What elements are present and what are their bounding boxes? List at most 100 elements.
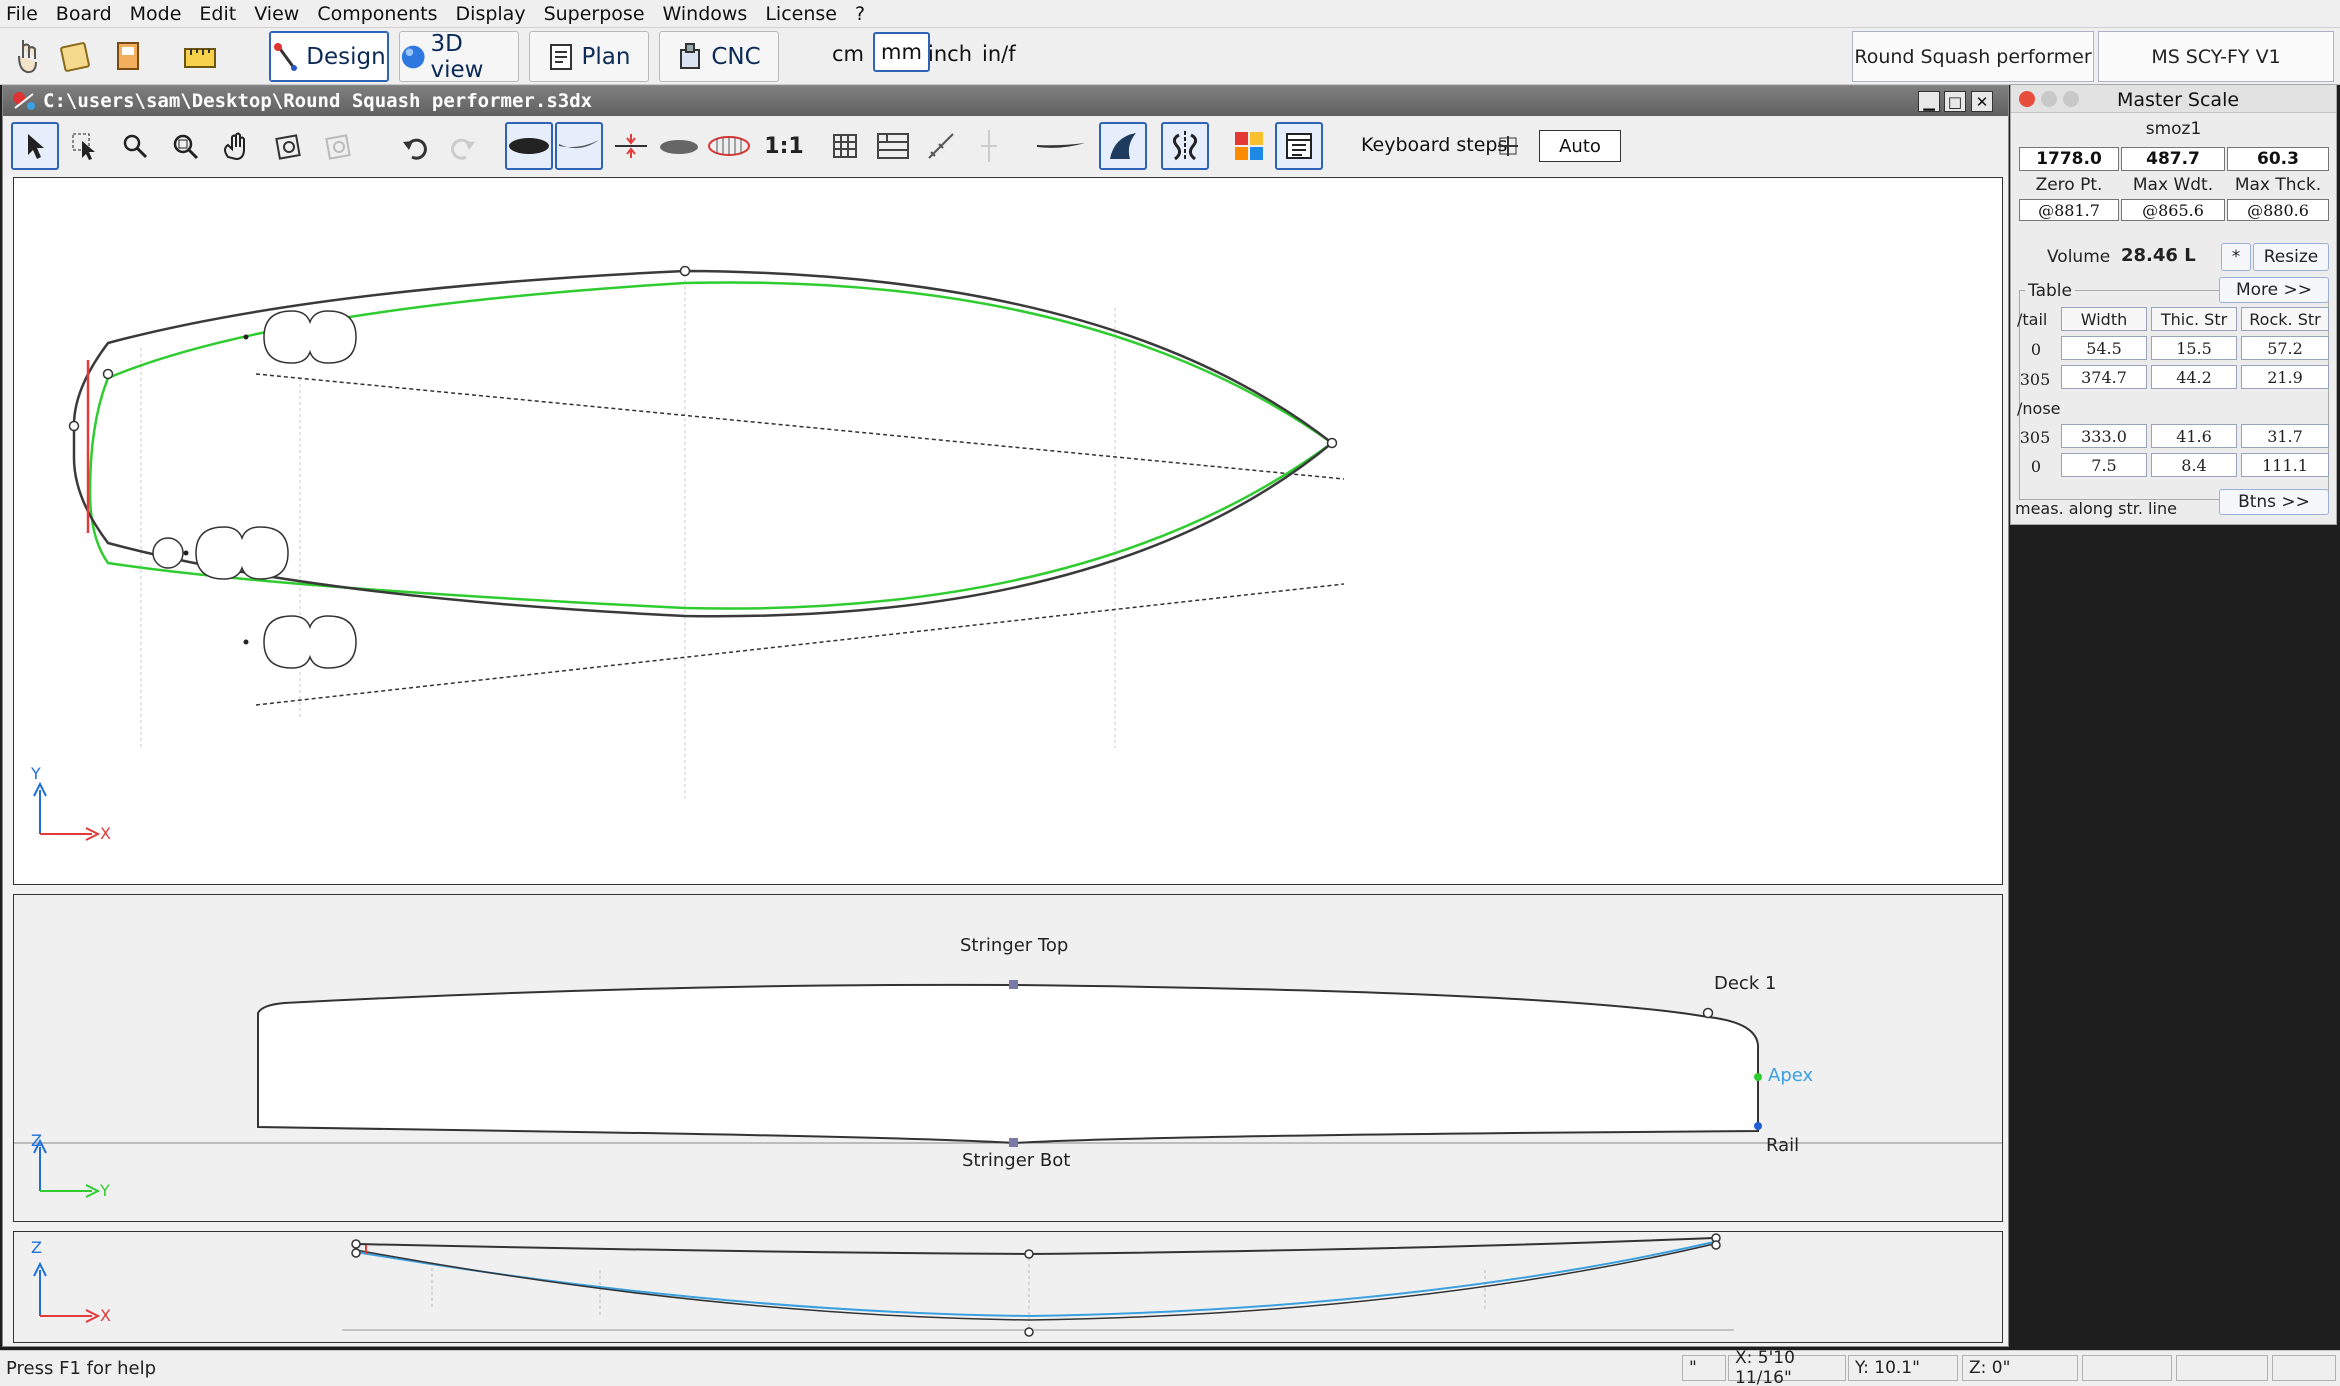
- more-button[interactable]: More >>: [2219, 277, 2329, 303]
- header-width: Width: [2061, 307, 2147, 331]
- stringer-icon[interactable]: [1033, 122, 1089, 170]
- color-palette-icon[interactable]: [1225, 122, 1273, 170]
- menu-bar: File Board Mode Edit View Components Dis…: [0, 0, 2340, 28]
- menu-superpose[interactable]: Superpose: [543, 2, 645, 25]
- deck-shape-icon[interactable]: [655, 122, 703, 170]
- tail-row-thickness[interactable]: 44.2: [2151, 365, 2237, 389]
- unit-cm[interactable]: cm: [832, 42, 865, 66]
- menu-help[interactable]: ?: [854, 2, 866, 25]
- app-logo-icon: [11, 90, 37, 117]
- minimize-button[interactable]: ▁: [1918, 91, 1940, 112]
- status-field-empty: [2176, 1355, 2268, 1381]
- status-x-coordinate: X: 5'10 11/16": [1728, 1348, 1846, 1386]
- keyboard-steps-input[interactable]: Auto: [1539, 130, 1621, 162]
- outline-view-icon[interactable]: [505, 122, 553, 170]
- unit-mm[interactable]: mm: [873, 32, 930, 72]
- select-points-icon[interactable]: [61, 122, 109, 170]
- status-help-text: Press F1 for help: [6, 1358, 157, 1379]
- nose-row-rocker[interactable]: 111.1: [2241, 453, 2329, 477]
- plan-button[interactable]: Plan: [529, 31, 649, 82]
- close-button[interactable]: ✕: [1971, 91, 1993, 112]
- tail-row-width[interactable]: 374.7: [2061, 365, 2147, 389]
- zoom-window-icon[interactable]: [161, 122, 209, 170]
- menu-windows[interactable]: Windows: [662, 2, 748, 25]
- nose-row-thickness[interactable]: 41.6: [2151, 424, 2237, 448]
- one-to-one-button[interactable]: 1:1: [764, 133, 804, 159]
- undo-icon[interactable]: [391, 122, 439, 170]
- menu-mode[interactable]: Mode: [129, 2, 182, 25]
- zoom-icon[interactable]: [111, 122, 159, 170]
- rocker-drawing: [33, 1233, 1734, 1337]
- menu-edit[interactable]: Edit: [199, 2, 237, 25]
- section-viewport[interactable]: Stringer Top Stringer Bot Deck 1 Apex Ra…: [13, 894, 2003, 1222]
- volume-label: Volume: [2047, 247, 2111, 267]
- scale-name-field[interactable]: MS SCY-FY V1: [2098, 31, 2334, 82]
- move-cross-icon[interactable]: [1493, 122, 1523, 170]
- camera-disabled-icon[interactable]: [315, 122, 363, 170]
- menu-board[interactable]: Board: [55, 2, 112, 25]
- measure-icon[interactable]: [180, 36, 220, 76]
- fin-icon[interactable]: [1099, 122, 1147, 170]
- rocker-viewport[interactable]: Z X: [13, 1231, 2003, 1343]
- keyboard-steps-label: Keyboard steps: [1361, 134, 1508, 156]
- maximize-button[interactable]: □: [1944, 91, 1966, 112]
- max-width-position: @865.6: [2121, 199, 2225, 221]
- cross-section-icon[interactable]: [705, 122, 753, 170]
- unit-inf[interactable]: in/f: [982, 42, 1016, 66]
- volume-plus-button[interactable]: *: [2221, 243, 2251, 271]
- design-button[interactable]: Design: [269, 31, 389, 82]
- outline-viewport[interactable]: Y X: [13, 177, 2003, 885]
- nose-row-width[interactable]: 7.5: [2061, 453, 2147, 477]
- table-label: Table: [2025, 281, 2075, 301]
- master-scale-panel: Master Scale smoz1 1778.0 487.7 60.3 Zer…: [2010, 84, 2337, 525]
- section-axis-y-label: Y: [100, 1181, 110, 1200]
- select-arrow-icon[interactable]: [11, 122, 59, 170]
- section-axis-z-label: Z: [31, 1131, 42, 1150]
- design-icon: [274, 42, 298, 71]
- tail-row-rocker[interactable]: 21.9: [2241, 365, 2329, 389]
- menu-display[interactable]: Display: [455, 2, 526, 25]
- redo-icon[interactable]: [439, 122, 487, 170]
- document-window: C:\users\sam\Desktop\Round Squash perfor…: [2, 85, 2009, 1347]
- board-name-field[interactable]: Round Squash performer: [1852, 31, 2094, 82]
- open-file-icon[interactable]: [58, 36, 94, 76]
- scale-axes-icon[interactable]: [917, 122, 965, 170]
- tail-row-rocker[interactable]: 57.2: [2241, 336, 2329, 360]
- symmetry-icon[interactable]: [1161, 122, 1209, 170]
- rocker-view-icon[interactable]: [555, 122, 603, 170]
- 3d-view-button[interactable]: 3D view: [399, 31, 519, 83]
- camera-icon[interactable]: [265, 122, 313, 170]
- nose-row-thickness[interactable]: 8.4: [2151, 453, 2237, 477]
- table-frame: [2019, 290, 2329, 500]
- menu-components[interactable]: Components: [317, 2, 438, 25]
- document-title-bar: C:\users\sam\Desktop\Round Squash perfor…: [3, 86, 2008, 116]
- panel-close-icon[interactable]: [2019, 91, 2035, 107]
- grid-icon[interactable]: [821, 122, 869, 170]
- unit-inch[interactable]: inch: [928, 42, 972, 66]
- tail-row-width[interactable]: 54.5: [2061, 336, 2147, 360]
- menu-license[interactable]: License: [765, 2, 837, 25]
- tail-row-pos: 305: [2019, 370, 2051, 389]
- nose-row-rocker[interactable]: 31.7: [2241, 424, 2329, 448]
- nose-row-width[interactable]: 333.0: [2061, 424, 2147, 448]
- plan-label: Plan: [581, 43, 631, 70]
- thickness-icon[interactable]: [607, 122, 655, 170]
- properties-panel-icon[interactable]: [1275, 122, 1323, 170]
- cnc-button[interactable]: CNC: [659, 31, 779, 82]
- menu-file[interactable]: File: [6, 2, 38, 25]
- panel-maximize-icon[interactable]: [2063, 91, 2079, 107]
- panel-minimize-icon[interactable]: [2041, 91, 2057, 107]
- menu-view[interactable]: View: [254, 2, 300, 25]
- buttons-button[interactable]: Btns >>: [2219, 489, 2329, 515]
- document-path: C:\users\sam\Desktop\Round Squash perfor…: [43, 90, 593, 112]
- tail-row-thickness[interactable]: 15.5: [2151, 336, 2237, 360]
- resize-button[interactable]: Resize: [2253, 243, 2329, 271]
- save-file-icon[interactable]: [110, 36, 146, 76]
- zero-point-label: Zero Pt.: [2035, 175, 2103, 195]
- center-line-icon[interactable]: [965, 122, 1013, 170]
- status-y-coordinate: Y: 10.1": [1848, 1355, 1958, 1381]
- hand-pointer-icon[interactable]: [10, 34, 44, 78]
- cnc-label: CNC: [711, 43, 761, 70]
- pan-hand-icon[interactable]: [211, 122, 259, 170]
- layout-icon[interactable]: [869, 122, 917, 170]
